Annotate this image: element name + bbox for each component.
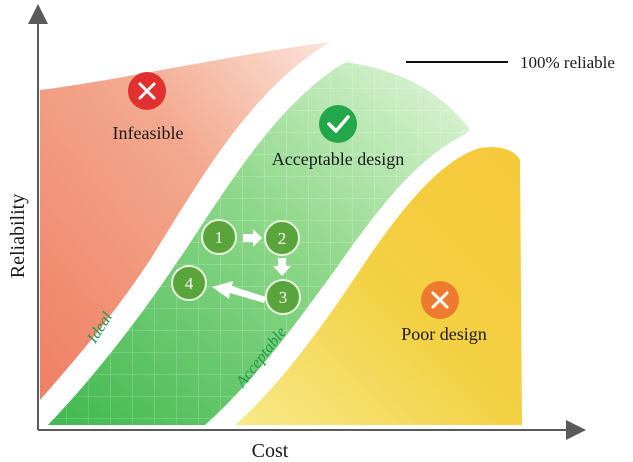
step-2: 2 xyxy=(264,220,300,256)
x-axis-label: Cost xyxy=(252,440,289,462)
step-4: 4 xyxy=(171,265,207,301)
poor-design-region xyxy=(235,147,522,425)
step-2-label: 2 xyxy=(278,229,287,248)
poor-design-label: Poor design xyxy=(401,324,487,344)
acceptable-grid xyxy=(48,62,470,425)
acceptable-marker xyxy=(319,105,357,143)
infeasible-region xyxy=(40,42,330,400)
ideal-curve xyxy=(35,48,352,417)
arrow-3-to-4 xyxy=(212,281,266,303)
acceptable-curve xyxy=(203,133,477,437)
step-3: 3 xyxy=(265,279,301,315)
acceptable-label: Acceptable design xyxy=(272,149,404,169)
step-3-label: 3 xyxy=(279,288,288,307)
arrow-1-to-2 xyxy=(243,229,262,247)
arrow-2-to-3 xyxy=(273,258,291,276)
y-axis-label: Reliability xyxy=(7,194,29,278)
step-4-label: 4 xyxy=(185,274,194,293)
poor-design-marker xyxy=(421,281,459,319)
infeasible-marker xyxy=(128,72,166,110)
step-1-label: 1 xyxy=(215,228,224,247)
infeasible-label: Infeasible xyxy=(113,123,184,143)
step-1: 1 xyxy=(201,219,237,255)
reliable-label: 100% reliable xyxy=(520,53,615,72)
acceptable-check-icon xyxy=(319,105,357,143)
